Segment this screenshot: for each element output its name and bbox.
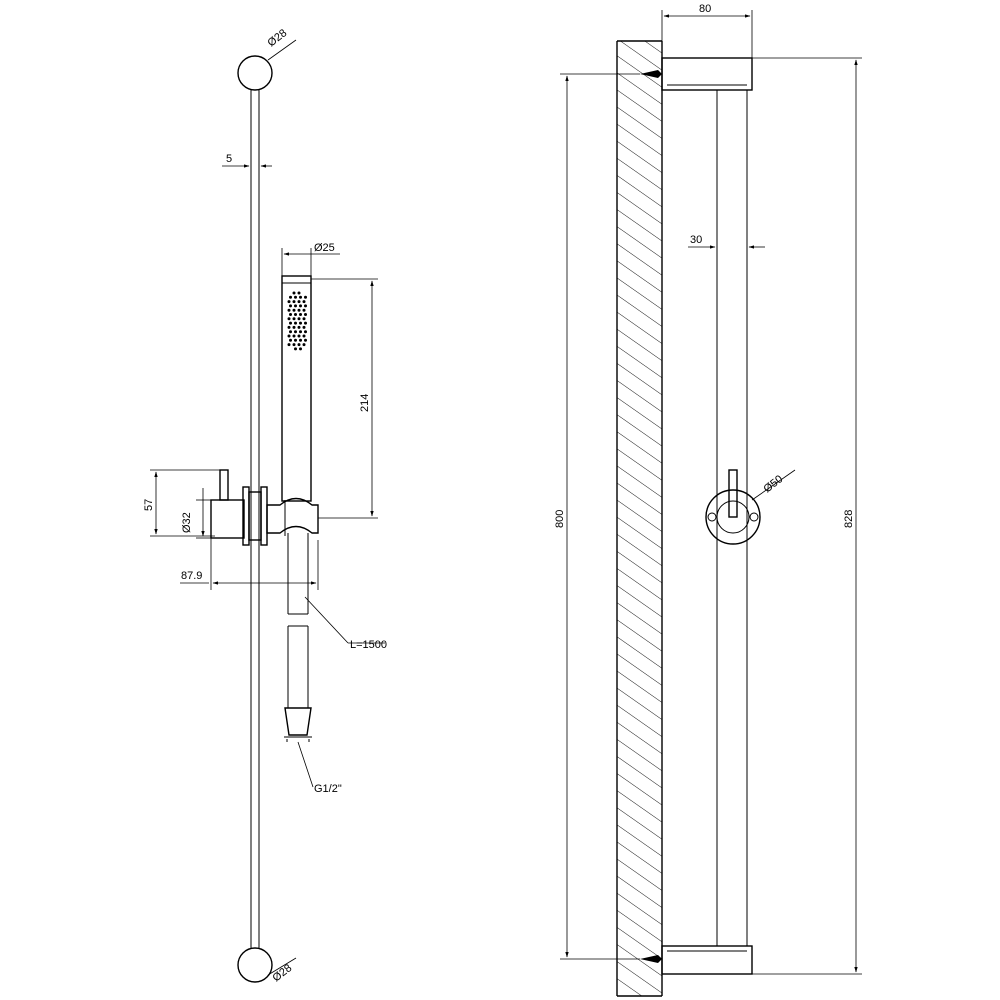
wall-section bbox=[616, 40, 663, 997]
hose-length-label: L=1500 bbox=[350, 639, 387, 651]
spray-hole bbox=[297, 300, 301, 304]
spray-hole bbox=[304, 330, 307, 334]
spray-hole bbox=[289, 338, 292, 342]
spray-hole bbox=[289, 304, 292, 308]
spray-hole bbox=[287, 308, 291, 312]
holder-diameter-label: Ø32 bbox=[181, 512, 193, 533]
spray-hole bbox=[302, 300, 306, 304]
spray-holes bbox=[287, 291, 307, 351]
hose-connection-label: G1/2" bbox=[314, 783, 342, 795]
spray-hole bbox=[289, 295, 292, 299]
bar-width-label: 5 bbox=[226, 153, 232, 165]
spray-hole bbox=[289, 321, 292, 325]
bracket-spacing-dimension bbox=[560, 73, 640, 960]
spray-hole bbox=[297, 291, 301, 295]
spray-hole bbox=[304, 295, 307, 299]
spray-hole bbox=[297, 308, 301, 312]
bottom-screw bbox=[640, 955, 662, 963]
spray-hole bbox=[294, 338, 297, 342]
handshower-diameter-label: Ø25 bbox=[314, 242, 335, 254]
top-bracket-diameter-label: Ø28 bbox=[265, 27, 289, 49]
spray-hole bbox=[299, 330, 302, 334]
front-view: Ø28 Ø28 5 Ø25 2 bbox=[143, 27, 387, 984]
spray-hole bbox=[294, 304, 297, 308]
spray-hole bbox=[292, 334, 296, 338]
spray-hole bbox=[304, 338, 307, 342]
spray-hole bbox=[299, 347, 302, 351]
spray-hole bbox=[299, 338, 302, 342]
spray-hole bbox=[297, 317, 301, 321]
handshower-length-label: 214 bbox=[359, 394, 371, 412]
spray-hole bbox=[292, 317, 296, 321]
spray-hole bbox=[297, 325, 301, 329]
spray-hole bbox=[289, 313, 292, 316]
projection-label: 80 bbox=[699, 3, 711, 15]
top-bracket-side bbox=[661, 57, 753, 91]
spray-hole bbox=[287, 334, 291, 338]
hand-shower bbox=[281, 275, 312, 502]
side-view: Ø50 80 30 800 828 bbox=[554, 3, 862, 997]
spray-hole bbox=[299, 304, 302, 308]
spray-hole bbox=[292, 325, 296, 329]
slider-side bbox=[705, 469, 761, 545]
slider-diameter-label: Ø50 bbox=[761, 473, 785, 495]
spray-hole bbox=[299, 321, 302, 325]
spray-hole bbox=[297, 343, 301, 347]
spray-hole bbox=[294, 330, 297, 334]
spray-hole bbox=[304, 304, 307, 308]
spray-hole bbox=[292, 308, 296, 312]
bracket-spacing-label: 800 bbox=[554, 510, 566, 528]
holder-height-label: 57 bbox=[143, 499, 155, 511]
spray-hole bbox=[302, 325, 306, 329]
spray-hole bbox=[299, 313, 302, 316]
spray-hole bbox=[297, 334, 301, 338]
bottom-wall-bracket bbox=[237, 947, 273, 983]
bar-depth-label: 30 bbox=[690, 234, 702, 246]
spray-hole bbox=[299, 295, 302, 299]
shower-holder bbox=[210, 469, 319, 546]
holder-diameter-dimension bbox=[196, 488, 211, 539]
spray-hole bbox=[287, 343, 291, 347]
shower-hose bbox=[284, 533, 312, 742]
top-screw bbox=[640, 70, 662, 78]
slide-rail-side bbox=[716, 90, 748, 946]
handshower-diameter-dimension bbox=[281, 248, 340, 276]
overall-height-label: 828 bbox=[843, 510, 855, 528]
spray-hole bbox=[302, 308, 306, 312]
spray-hole bbox=[302, 343, 306, 347]
holder-projection-dimension bbox=[180, 538, 319, 590]
spray-hole bbox=[304, 313, 307, 316]
spray-hole bbox=[292, 291, 296, 295]
spray-hole bbox=[292, 300, 296, 304]
spray-hole bbox=[287, 300, 291, 304]
overall-height-dimension bbox=[752, 57, 862, 975]
spray-hole bbox=[287, 317, 291, 321]
spray-hole bbox=[292, 343, 296, 347]
spray-hole bbox=[294, 313, 297, 316]
spray-hole bbox=[289, 330, 292, 334]
spray-hole bbox=[302, 317, 306, 321]
bottom-bracket-diameter-label: Ø28 bbox=[270, 962, 294, 984]
top-wall-bracket bbox=[237, 55, 273, 91]
spray-hole bbox=[304, 321, 307, 325]
bottom-bracket-side bbox=[661, 945, 753, 975]
projection-dimension bbox=[661, 10, 753, 58]
spray-hole bbox=[294, 321, 297, 325]
spray-hole bbox=[287, 325, 291, 329]
holder-projection-label: 87.9 bbox=[181, 570, 202, 582]
spray-hole bbox=[302, 334, 306, 338]
slide-rail bbox=[250, 90, 260, 948]
handshower-length-dimension bbox=[311, 278, 378, 519]
spray-hole bbox=[294, 347, 297, 351]
spray-hole bbox=[294, 295, 297, 299]
